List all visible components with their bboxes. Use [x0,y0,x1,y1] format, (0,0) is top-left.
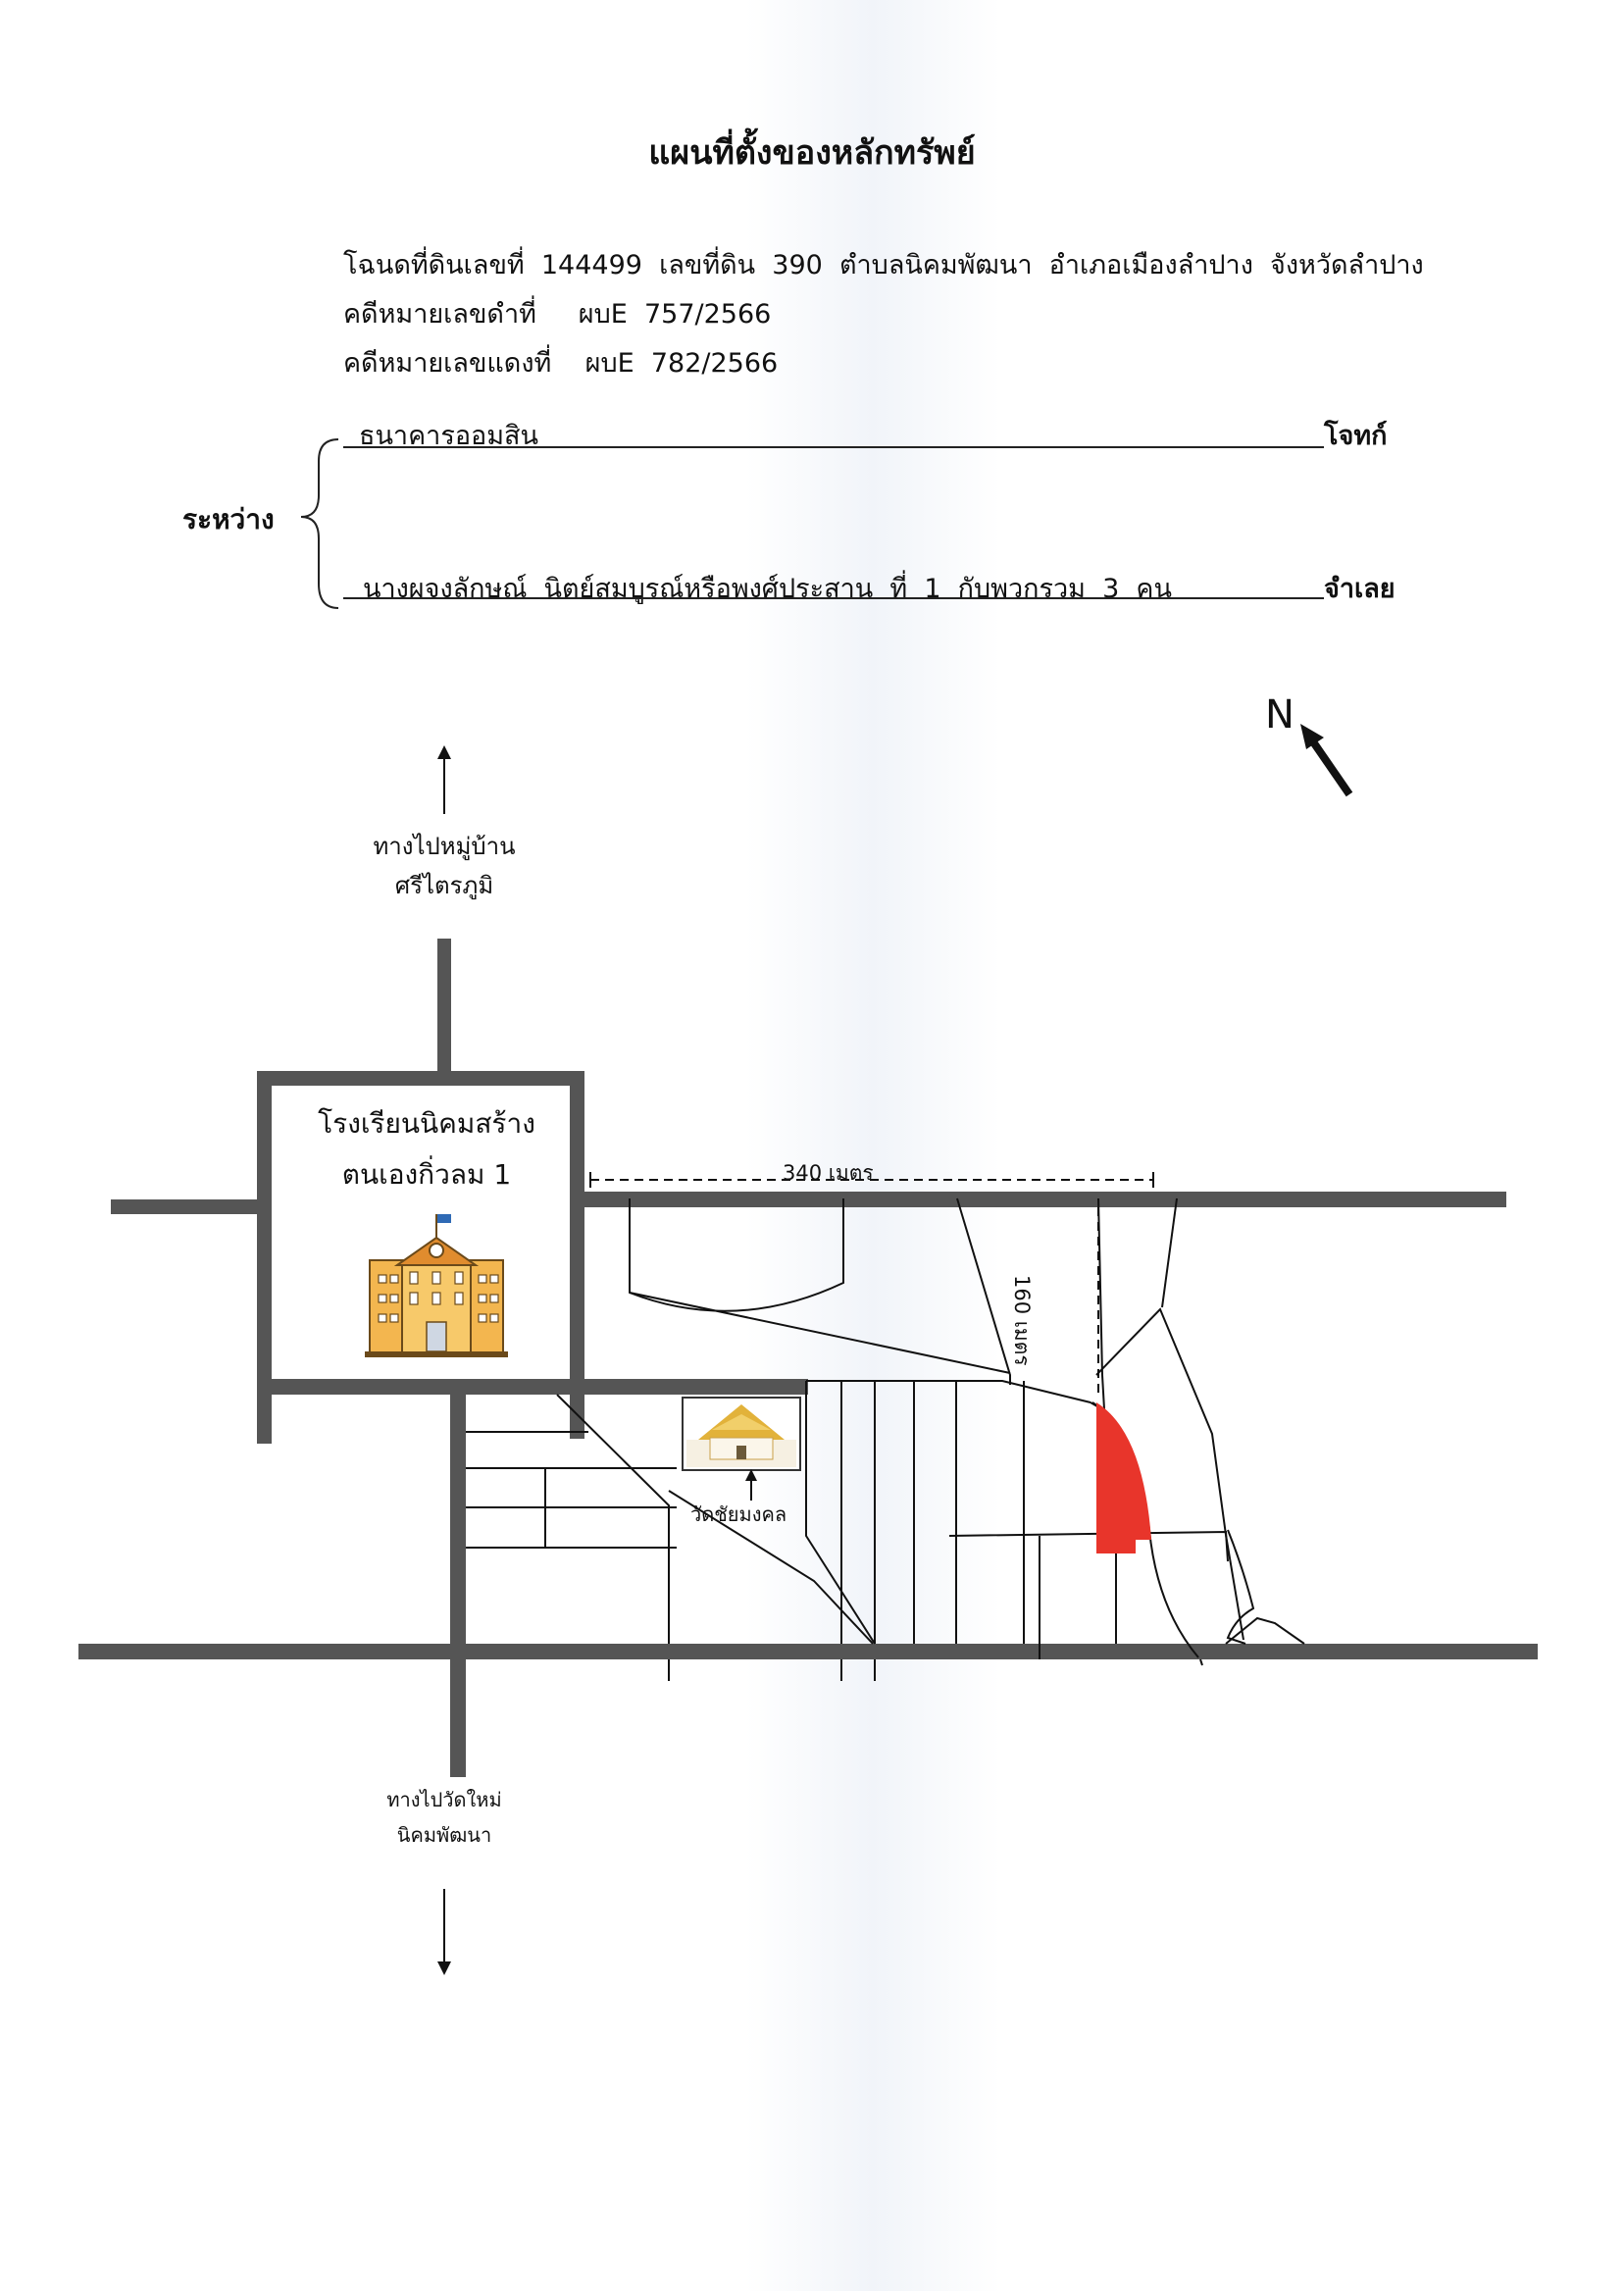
arrow-up-icon [745,1469,757,1501]
red-case-number: คดีหมายเลขแดงที่ ผบE 782/2566 [343,348,779,379]
between-brace [300,438,339,609]
bottom-direction-line-1: ทางไปวัดใหม่ [386,1788,502,1811]
school-label-line-2: ตนเองกิ่วลม 1 [341,1158,512,1191]
north-arrow-icon [1300,724,1353,797]
road-network [78,939,1538,1777]
horizontal-distance-label: 340 เมตร [783,1161,874,1185]
top-direction-line-1: ทางไปหมู่บ้าน [373,833,516,860]
page-title: แผนที่ตั้งของหลักทรัพย์ [648,133,976,173]
plaintiff-underline [343,446,1324,448]
top-direction-line-2: ศรีไตรภูมิ [394,872,494,899]
arrow-up-icon [437,745,451,814]
temple-icon [682,1397,801,1471]
top-direction-label: ทางไปหมู่บ้าน ศรีไตรภูมิ [346,827,542,905]
defendant-underline [343,597,1324,599]
bottom-direction-label: ทางไปวัดใหม่ นิคมพัฒนา [346,1782,542,1853]
school-label-line-1: โรงเรียนนิคมสร้าง [318,1107,535,1140]
deed-info-line: โฉนดที่ดินเลขที่ 144499 เลขที่ดิน 390 ตำ… [343,250,1424,280]
between-label: ระหว่าง [182,503,275,535]
north-label: N [1265,692,1294,738]
defendant-role: จำเลย [1324,574,1396,604]
plaintiff-name: ธนาคารออมสิน [359,421,538,451]
plaintiff-role: โจทก์ [1324,421,1388,451]
school-building-icon [365,1214,508,1357]
highlighted-parcel [1096,1402,1151,1553]
temple-label: วัดชัยมงคล [690,1502,787,1526]
dimension-lines [590,1179,1153,1398]
land-parcel-lines [466,1197,1305,1681]
arrow-down-icon [437,1889,451,1975]
bottom-direction-line-2: นิคมพัฒนา [396,1823,492,1847]
school-label: โรงเรียนนิคมสร้าง ตนเองกิ่วลม 1 [275,1098,579,1200]
black-case-number: คดีหมายเลขดำที่ ผบE 757/2566 [343,299,772,330]
vertical-distance-label: 160 เมตร [1010,1275,1034,1366]
